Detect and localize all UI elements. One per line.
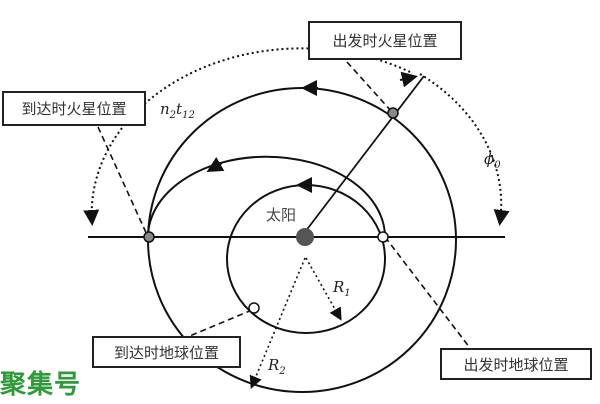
sun-dot — [296, 228, 314, 246]
label-earth-arrival: 到达时地球位置 — [92, 336, 241, 368]
n-symbol: n — [160, 100, 170, 118]
mars-radial-line — [304, 75, 425, 233]
n2t12-label: n2t12 — [160, 100, 195, 121]
leader-mars-departure — [346, 61, 393, 113]
r1-radius — [305, 257, 342, 321]
transfer-orbit — [147, 155, 386, 238]
transfer-orbit-arrow — [206, 157, 225, 173]
leader-earth-arrival — [184, 309, 253, 339]
phi0-arc-start-arrow — [399, 71, 418, 88]
earth-arrival-dot — [248, 302, 260, 314]
r2-subscript: 2 — [279, 366, 286, 377]
watermark: 聚集号 — [0, 370, 82, 400]
n2t12-arc — [83, 47, 411, 226]
phi0-label: ϕ0 — [484, 150, 501, 171]
phi-subscript: 0 — [494, 160, 501, 171]
phi0-arc — [419, 73, 510, 226]
r1-subscript: 1 — [344, 288, 351, 299]
t-symbol: t — [176, 100, 183, 118]
leader-mars-arrival — [97, 126, 149, 238]
leader-earth-departure — [384, 236, 471, 349]
label-mars-departure: 出发时火星位置 — [308, 21, 462, 60]
phi-symbol: ϕ — [484, 150, 495, 168]
mars-arrival-dot — [143, 231, 155, 243]
label-earth-departure: 出发时地球位置 — [440, 348, 592, 380]
r2-label: R2 — [268, 356, 286, 377]
r2-symbol: R — [268, 356, 280, 374]
mars-departure-dot — [387, 107, 399, 119]
r1-symbol: R — [333, 278, 345, 296]
t-subscript: 12 — [182, 110, 195, 121]
r1-label: R1 — [333, 278, 351, 299]
n-subscript: 2 — [169, 110, 177, 121]
earth-departure-dot — [377, 231, 389, 243]
label-mars-arrival: 到达时火星位置 — [2, 91, 146, 126]
sun-label: 太阳 — [266, 206, 297, 224]
r2-radius — [249, 257, 306, 389]
